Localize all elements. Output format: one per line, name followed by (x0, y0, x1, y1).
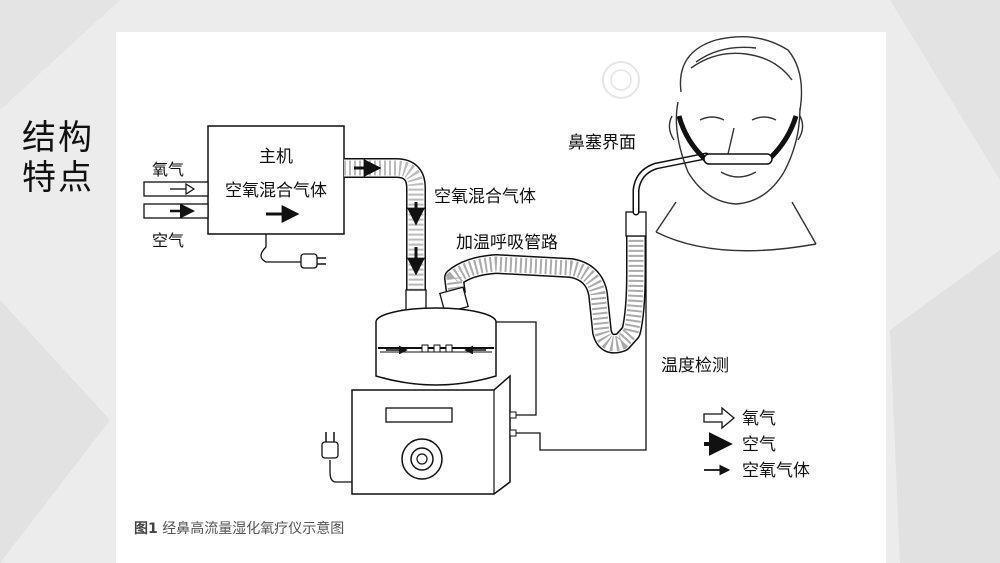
figure-number: 图1 (134, 521, 158, 537)
legend: 氧气 空气 空氧气体 (703, 406, 810, 481)
slide-title-line1: 结构 (22, 118, 94, 158)
nasal-cannula: 鼻塞界面 (568, 115, 799, 165)
legend-item-air: 空气 (704, 432, 776, 456)
mixed-gas-tube: 空氧混合气体 (344, 158, 536, 311)
slide-title: 结构 特点 (22, 118, 112, 198)
heater-base-unit (351, 374, 517, 495)
nasal-interface-label: 鼻塞界面 (568, 133, 636, 153)
legend-label-oxygen: 氧气 (742, 409, 776, 429)
host-subtitle: 空氧混合气体 (225, 181, 327, 201)
humidifier-chamber (375, 307, 497, 386)
watermark-logo (602, 61, 640, 99)
figure-caption: 图1 经鼻高流量湿化氧疗仪示意图 (134, 518, 344, 538)
figure-panel: 主机 空氧混合气体 氧气 空气 (116, 32, 886, 563)
oxygen-inlet-label: 氧气 (152, 160, 184, 179)
legend-item-mixed: 空氧气体 (704, 461, 810, 481)
host-title: 主机 (259, 147, 293, 167)
host-unit: 主机 空氧混合气体 (207, 125, 345, 235)
legend-label-mixed: 空氧气体 (742, 461, 810, 481)
patient-head (655, 35, 817, 252)
temperature-detection-label: 温度检测 (661, 356, 729, 376)
base-power-cord (321, 432, 352, 483)
air-inlet-pipe: 空气 (143, 203, 209, 250)
figure-caption-text: 经鼻高流量湿化氧疗仪示意图 (162, 521, 345, 537)
cannula-tube (632, 152, 710, 216)
heated-tube-label: 加温呼吸管路 (456, 233, 558, 253)
legend-item-oxygen: 氧气 (703, 406, 776, 430)
hollow-arrow-icon (703, 406, 736, 430)
temperature-sensor-wires: 温度检测 (496, 236, 729, 451)
oxygen-inlet-pipe: 氧气 (143, 160, 209, 197)
slide-title-line2: 特点 (22, 158, 94, 198)
legend-label-air: 空气 (742, 435, 776, 455)
device-diagram: 主机 空氧混合气体 氧气 空气 (143, 35, 817, 495)
heated-breathing-tube: 加温呼吸管路 (439, 211, 647, 354)
air-inlet-label: 空气 (152, 231, 184, 250)
mixed-gas-label: 空氧混合气体 (434, 187, 536, 207)
host-power-cord (260, 234, 326, 269)
